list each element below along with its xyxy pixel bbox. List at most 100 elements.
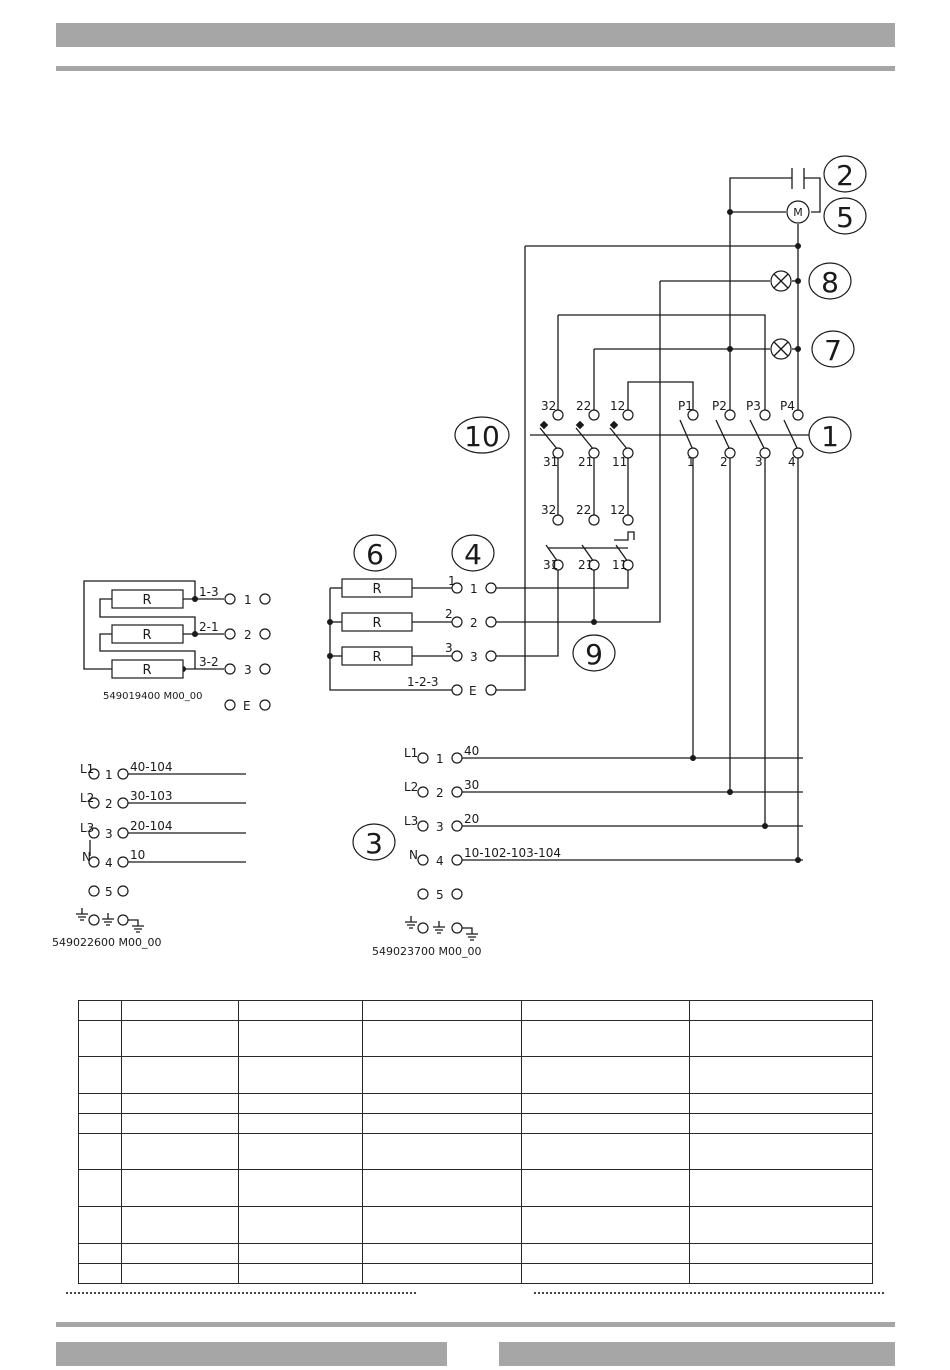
element-input-label: 1-2-3 (407, 675, 439, 689)
table-cell (689, 1020, 873, 1057)
table-cell (121, 1263, 239, 1284)
lamp-symbol-8 (770, 270, 792, 292)
terminal-label: P2 (712, 399, 727, 413)
line-label: N (82, 850, 91, 864)
line-label: L3 (80, 821, 94, 835)
supply-right-labels: L1 L2 L3 N 1 2 3 4 5 40 30 20 10-102-103… (372, 744, 561, 958)
left-block-labels: 1-3 2-1 3-2 1 2 3 E 549019400 M00_00 (103, 585, 252, 713)
table-cell (362, 1020, 522, 1057)
terminal-label: 2 (105, 797, 113, 811)
table-cell (121, 1020, 239, 1057)
line-label: L2 (80, 791, 94, 805)
wire-label: 30 (464, 778, 479, 792)
table-body (78, 1000, 873, 1284)
part-code: 549022600 M00_00 (52, 936, 161, 949)
callout-7: 7 (824, 334, 842, 367)
table-cell (78, 1206, 122, 1244)
terminal-label: 21 (578, 558, 593, 572)
terminal-label: 32 (541, 399, 556, 413)
table-cell (78, 1133, 122, 1170)
table-row (78, 1020, 873, 1057)
table-cell (362, 1243, 522, 1264)
table-cell (689, 1113, 873, 1134)
callout-10: 10 (464, 420, 500, 453)
resistor-left-3 (111, 659, 184, 679)
resistor-label: R (372, 616, 381, 631)
terminal-label: 5 (436, 888, 444, 902)
terminal-label: 3 (436, 820, 444, 834)
terminal-label: 1 (687, 455, 695, 469)
line-label: L1 (404, 746, 418, 760)
table-cell (362, 1113, 522, 1134)
resistor-label: R (372, 650, 381, 665)
terminal-label: 2 (244, 628, 252, 642)
table-cell (238, 1263, 363, 1284)
terminal-label: 31 (543, 558, 558, 572)
wire-label: 40 (464, 744, 479, 758)
part-code: 549019400 M00_00 (103, 691, 203, 702)
table-cell (689, 1133, 873, 1170)
supply-left-labels: L1 L2 L3 N 1 2 3 4 5 40-104 30-103 20-10… (52, 760, 173, 949)
table-cell (121, 1206, 239, 1244)
table-cell (121, 1169, 239, 1207)
element-input-label: 3 (445, 641, 453, 655)
terminal-label: 11 (612, 558, 627, 572)
terminal-label: 21 (578, 455, 593, 469)
element-terminal-label: 3 (470, 650, 478, 664)
table-cell (238, 1169, 363, 1207)
terminal-label: 12 (610, 399, 625, 413)
line-label: N (409, 848, 418, 862)
terminal-label: P4 (780, 399, 795, 413)
table-row (78, 1169, 873, 1207)
table-row (78, 1133, 873, 1170)
table-cell (362, 1056, 522, 1094)
table-cell (121, 1000, 239, 1021)
terminal-label: 1 (105, 768, 113, 782)
signature-line-left (66, 1292, 416, 1294)
terminal-label: P3 (746, 399, 761, 413)
table-cell (362, 1169, 522, 1207)
table-cell (362, 1000, 522, 1021)
table-cell (121, 1133, 239, 1170)
terminal-label: E (243, 699, 251, 713)
table-cell (689, 1169, 873, 1207)
terminal-label: 1 (436, 752, 444, 766)
terminal-label: 22 (576, 503, 591, 517)
terminal-label: 5 (105, 885, 113, 899)
switch-labels: 32 22 12 P1 P2 P3 P4 31 21 11 1 2 3 4 32… (541, 399, 796, 572)
line-label: L1 (80, 762, 94, 776)
header-rule (56, 66, 895, 71)
table-cell (121, 1093, 239, 1114)
table-row (78, 1206, 873, 1244)
terminal-label: 2 (720, 455, 728, 469)
table-cell (689, 1093, 873, 1114)
table-row (78, 1000, 873, 1021)
terminal-label: 12 (610, 503, 625, 517)
resistor-element-3 (341, 646, 413, 666)
terminal-label: 4 (436, 854, 444, 868)
wire-label: 10-102-103-104 (464, 846, 561, 860)
resistor-left-1 (111, 589, 184, 609)
header-bar (56, 23, 895, 47)
table-cell (238, 1113, 363, 1134)
callout-9: 9 (585, 638, 603, 671)
terminal-label: 31 (543, 455, 558, 469)
footer-bar-right (499, 1342, 895, 1366)
table-cell (238, 1056, 363, 1094)
table-cell (521, 1113, 690, 1134)
wiring (83, 177, 821, 863)
callout-4: 4 (464, 538, 482, 571)
table-cell (521, 1133, 690, 1170)
terminal-label: 4 (105, 856, 113, 870)
callout-6: 6 (366, 538, 384, 571)
table-cell (521, 1169, 690, 1207)
terminal-label: 3 (105, 827, 113, 841)
element-input-label: 1 (448, 574, 456, 588)
table-cell (78, 1169, 122, 1207)
callout-3: 3 (365, 827, 383, 860)
capacitor-symbol (791, 168, 805, 189)
wire-label: 30-103 (130, 789, 173, 803)
table-cell (121, 1056, 239, 1094)
table-cell (121, 1113, 239, 1134)
motor-symbol: M (786, 200, 810, 224)
